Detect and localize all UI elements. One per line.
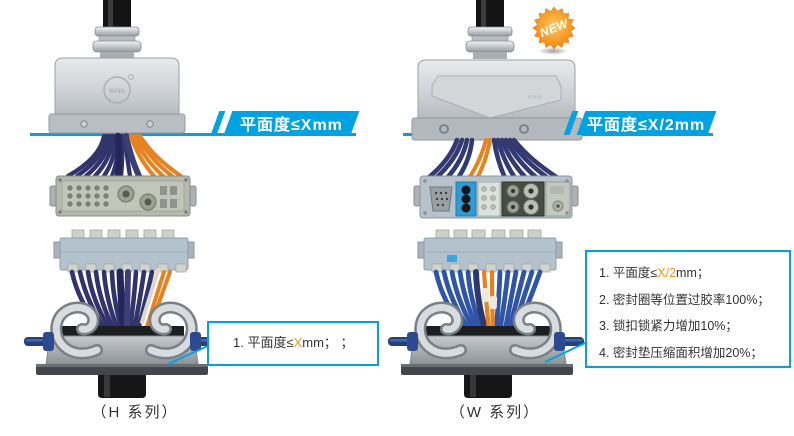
h-hood-logo: WAIN [109,89,124,95]
h-series-hood: WAIN [48,57,186,134]
w-series-note-box: 1. 平面度≤X/2mm； 2. 密封圈等位置过胶率100%； 3. 锁扣锁紧力… [585,250,791,368]
h-series-assembled-insert [53,229,195,273]
w-series-caption: （W 系列） [449,404,541,421]
w-note-item-3: 3. 锁扣锁紧力增加10%； [599,319,738,333]
h-note-suffix: mm； ； [302,335,354,351]
starburst-icon [533,7,575,49]
h-series-note-box: 1. 平面度≤Xmm； ； [207,321,379,366]
w-note-item-4: 4. 密封垫压缩面积增加20%； [599,345,763,360]
w-series-locking-levers [414,301,562,360]
h-note-prefix: 1. 平面度≤ [233,335,294,351]
new-badge: NEW [533,7,575,49]
h-series-wire-fan-top [65,132,183,182]
w-series-assembled-insert [417,229,563,273]
flatness-banner-w: 平面度≤X/2mm [576,111,717,135]
h-series-wire-fan-bottom [69,268,172,336]
flatness-banner-h: 平面度≤Xmm [223,111,360,135]
h-series-insert [49,175,197,217]
w-series-hood: WAIN [411,59,583,141]
flatness-banner-h-label: 平面度≤Xmm [240,117,343,134]
w-hood-logo: WAIN [528,95,542,101]
flatness-reference-line-h [30,133,356,136]
w-note-item-1: 1. 平面度≤X/2mm； [599,266,710,280]
w-series-guide-pegs [388,332,584,351]
w-series-modular-insert [413,175,579,219]
w-series-cable-gland [465,0,515,59]
w-series-wire-fan-top [425,137,561,181]
h-series-caption: （H 系列） [91,404,179,421]
new-badge-shadow [538,47,568,55]
w-note-item-2: 2. 密封圈等位置过胶率100%； [599,292,770,307]
h-note-item-1: 1. 平面度≤Xmm； ； [233,330,354,357]
h-note-highlight: X [293,335,303,351]
callout-lines [167,341,588,365]
flatness-banner-w-label: 平面度≤X/2mm [587,117,706,134]
h-series-locking-levers [50,301,198,360]
w-series-wire-fan-bottom [433,269,543,335]
h-series-cable-gland [92,0,142,59]
